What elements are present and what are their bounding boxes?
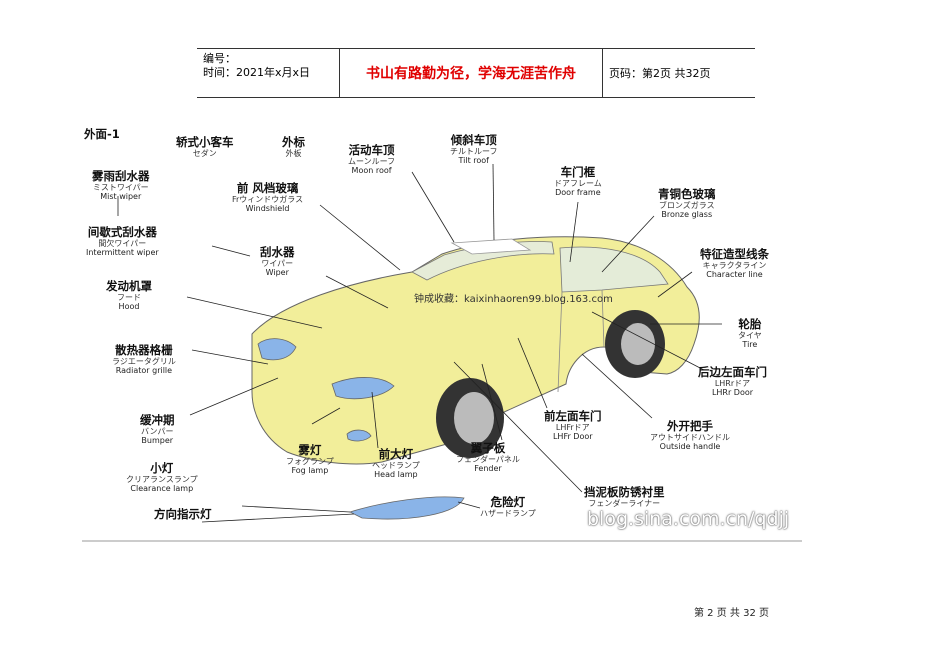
label-turn-signal: 方向指示灯 (154, 507, 212, 521)
collection-watermark: 钟成收藏：kaixinhaoren99.blog.163.com (414, 294, 613, 305)
header-motto: 书山有路勤为径，学海无涯苦作舟 (339, 49, 603, 97)
label-sedan: 轿式小客车セダン (176, 135, 234, 159)
blog-watermark: blog.sina.com.cn/qdjj (587, 508, 790, 530)
number-label: 编号： (203, 52, 236, 65)
label-fender-liner: 挡泥板防锈衬里フェンダーライナー (584, 485, 665, 509)
header-page-number: 页码：第2页 共32页 (609, 67, 711, 80)
page-header: 编号： 时间：2021年x月x日 书山有路勤为径，学海无涯苦作舟 页码：第2页 … (197, 48, 755, 98)
page-footer: 第 2 页 共 32 页 (694, 608, 769, 619)
time-label: 时间：2021年x月x日 (203, 66, 311, 79)
label-hazard-lamp: 危险灯ハザードランプ (480, 495, 536, 519)
section-label: 外面-1 (84, 127, 120, 141)
header-info: 编号： 时间：2021年x月x日 (197, 49, 339, 97)
car-illustration (117, 163, 722, 523)
label-exterior: 外标外板 (282, 135, 305, 159)
